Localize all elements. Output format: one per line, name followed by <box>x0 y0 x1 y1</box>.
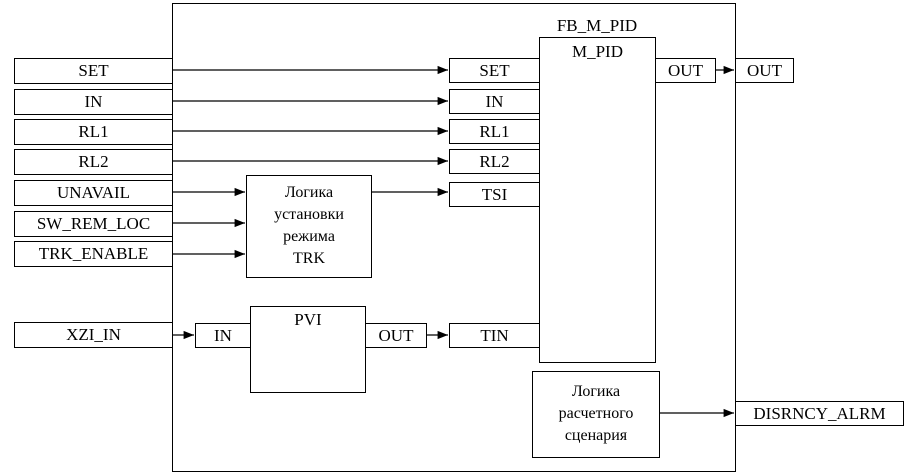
input-sw-rem-loc: SW_REM_LOC <box>14 211 173 237</box>
port-label: IN <box>214 326 232 345</box>
port-label: RL1 <box>479 122 510 141</box>
trk-logic-line: установки <box>274 206 344 223</box>
pvi-port-in: IN <box>195 323 251 348</box>
port-label: TIN <box>480 326 509 345</box>
input-label: XZI_IN <box>66 325 121 344</box>
input-trk-enable: TRK_ENABLE <box>14 241 173 267</box>
input-label: IN <box>84 92 103 111</box>
port-label: RL2 <box>479 152 510 171</box>
input-label: SET <box>78 61 109 80</box>
m-pid-port-tin: TIN <box>449 323 540 348</box>
m-pid-port-rl2: RL2 <box>449 149 540 174</box>
input-xzi-in: XZI_IN <box>14 322 173 348</box>
m-pid-title: M_PID <box>571 42 623 61</box>
pvi-title: PVI <box>294 310 322 329</box>
input-rl2: RL2 <box>14 149 173 175</box>
m-pid-port-out: OUT <box>655 58 716 83</box>
calc-logic-line: Логика <box>571 383 621 400</box>
calc-logic-line: расчетного <box>558 405 634 422</box>
input-rl1: RL1 <box>14 119 173 145</box>
input-label: RL2 <box>78 152 109 171</box>
m-pid-port-tsi: TSI <box>449 182 540 207</box>
calc-scenario-logic-block: Логика расчетного сценария <box>532 371 660 458</box>
m-pid-port-set: SET <box>449 58 540 83</box>
output-disrncy-alrm: DISRNCY_ALRM <box>735 401 904 426</box>
input-unavail: UNAVAIL <box>14 180 173 206</box>
output-out: OUT <box>735 58 794 83</box>
port-label: OUT <box>378 326 414 345</box>
port-label: SET <box>479 61 510 80</box>
port-label: OUT <box>668 61 703 80</box>
trk-logic-text: Логика установки режима TRK <box>247 182 371 270</box>
port-label: IN <box>485 92 504 111</box>
m-pid-port-in: IN <box>449 89 540 114</box>
m-pid-port-rl1: RL1 <box>449 119 540 144</box>
pvi-block: PVI <box>250 306 366 393</box>
trk-logic-line: режима <box>283 228 335 245</box>
input-in: IN <box>14 89 173 115</box>
port-label: TSI <box>481 185 508 204</box>
calc-logic-line: сценария <box>564 427 628 444</box>
output-label: DISRNCY_ALRM <box>753 404 886 423</box>
trk-logic-line: TRK <box>293 250 325 267</box>
input-label: RL1 <box>78 122 109 141</box>
fb-name-label: FB_M_PID <box>556 16 638 35</box>
trk-mode-logic-block: Логика установки режима TRK <box>246 175 372 278</box>
trk-logic-line: Логика <box>284 184 334 201</box>
input-label: TRK_ENABLE <box>38 244 149 263</box>
calc-logic-text: Логика расчетного сценария <box>533 381 659 447</box>
m-pid-block: M_PID <box>539 37 656 363</box>
pvi-port-out: OUT <box>365 323 427 348</box>
input-label: SW_REM_LOC <box>36 214 151 233</box>
input-label: UNAVAIL <box>56 183 131 202</box>
input-set: SET <box>14 58 173 84</box>
output-label: OUT <box>747 61 782 80</box>
